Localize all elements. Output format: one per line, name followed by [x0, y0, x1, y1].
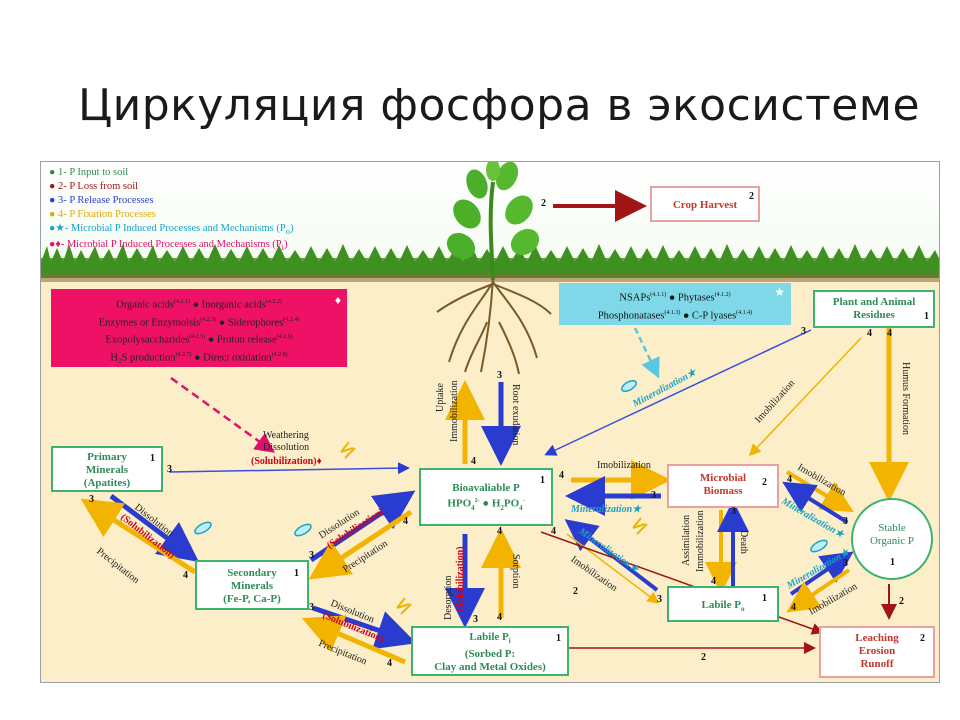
num-pre-4: 4: [497, 612, 502, 623]
num-po-3: 3: [843, 558, 848, 569]
crop-harvest-box: Crop Harvest 2: [650, 186, 760, 222]
num-plant-residue: 3: [801, 326, 806, 337]
label-weathering: Weathering: [263, 430, 309, 441]
num-po-4: 4: [791, 602, 796, 613]
label-humus-formation: Humus Formation: [900, 362, 911, 436]
organic-mechanisms-box: NSAPs(4.1.1) ● Phytases(4.1.2) Phosphona…: [559, 283, 791, 325]
num-pre-3: 3: [473, 614, 478, 625]
inorganic-mechanisms-box: Organic acids(4.2.1) ● Inorganic acids(4…: [51, 289, 347, 367]
fungus-glyphs: [340, 441, 648, 615]
label-root-exudation: Root exudation: [510, 384, 521, 446]
num-plant-4b: 4: [887, 328, 892, 339]
label-mineralization-bio-mb: Mineralization★: [571, 504, 642, 515]
num-left-4: 4: [183, 570, 188, 581]
legend-item-fixation: ● 4- P Fixation Processes: [49, 209, 156, 220]
num-mb-stable-4: 4: [711, 576, 716, 587]
legend-item-microbial-pi: ●♦- Microbial P Induced Processes and Me…: [49, 239, 288, 253]
legend-item-input: ● 1- P Input to soil: [49, 167, 129, 178]
labile-pi-box: Labile Pi (Sorbed P:Clay and Metal Oxide…: [411, 626, 569, 676]
microbe-glyphs: [194, 379, 828, 553]
num-plant-4a: 4: [867, 328, 872, 339]
label-immobilization-mb-po: Immobilization: [695, 510, 706, 572]
label-solubilization-vertical: (Solubilization): [455, 546, 466, 612]
num-sec-left-3: 3: [309, 550, 314, 561]
num-bottom-2: 2: [701, 652, 706, 663]
num-lab-3: 3: [657, 594, 662, 605]
bioavailable-p-box: Bioavaliable P HPO42- ● H2PO4- 1: [419, 468, 553, 526]
num-bio-right-3: 3: [651, 490, 656, 501]
num-up-4: 4: [471, 456, 476, 467]
label-sorption: Sorption: [510, 554, 521, 589]
label-immobilization-bio-mb: Imobilization: [597, 460, 651, 471]
num-bio-low-4: 4: [497, 526, 502, 537]
num-lab-4: 4: [551, 526, 556, 537]
legend: ● 1- P Input to soil ● 2- P Loss from so…: [49, 166, 294, 254]
num-mb-3: 3: [731, 506, 736, 517]
phosphorus-cycle-diagram: ● 1- P Input to soil ● 2- P Loss from so…: [40, 161, 940, 683]
star-icon: ★: [774, 285, 785, 299]
label-uptake: Uptake: [435, 383, 446, 412]
label-dissolution-top: Dissolution: [263, 442, 310, 453]
num-primary-3: 3: [167, 464, 172, 475]
label-assimilation: Assimilation: [681, 514, 692, 566]
label-desorption: Desorption: [443, 575, 454, 620]
legend-item-release: ● 3- P Release Processes: [49, 195, 154, 206]
num-mb-4: 4: [787, 474, 792, 485]
label-immobilization-up: Immobilization: [449, 380, 460, 442]
slide-title: Циркуляция фосфора в экосистеме: [78, 80, 921, 131]
label-solubilization-top: (Solubilization)♦: [251, 456, 322, 467]
plant-illustration: [436, 162, 552, 375]
num-bio-right-4: 4: [559, 470, 564, 481]
labile-po-box: Labile Po 1: [667, 586, 779, 622]
num-lab-2: 2: [573, 586, 578, 597]
legend-item-microbial-po: ●★- Microbial P Induced Processes and Me…: [49, 223, 294, 237]
num-sec-right-4: 4: [403, 516, 408, 527]
grass-band: [41, 244, 939, 282]
num-sec-right-3: 3: [309, 602, 314, 613]
num-sec-bottom-4: 4: [387, 658, 392, 669]
legend-item-loss: ● 2- P Loss from soil: [49, 181, 139, 192]
label-death: Death: [738, 530, 749, 554]
num-up-3: 3: [497, 370, 502, 381]
num-left-3: 3: [89, 494, 94, 505]
num-stable-leach: 2: [899, 596, 904, 607]
diamond-icon: ♦: [334, 293, 341, 307]
num-mb-stable-3: 3: [843, 516, 848, 527]
num-crop: 2: [541, 198, 546, 209]
